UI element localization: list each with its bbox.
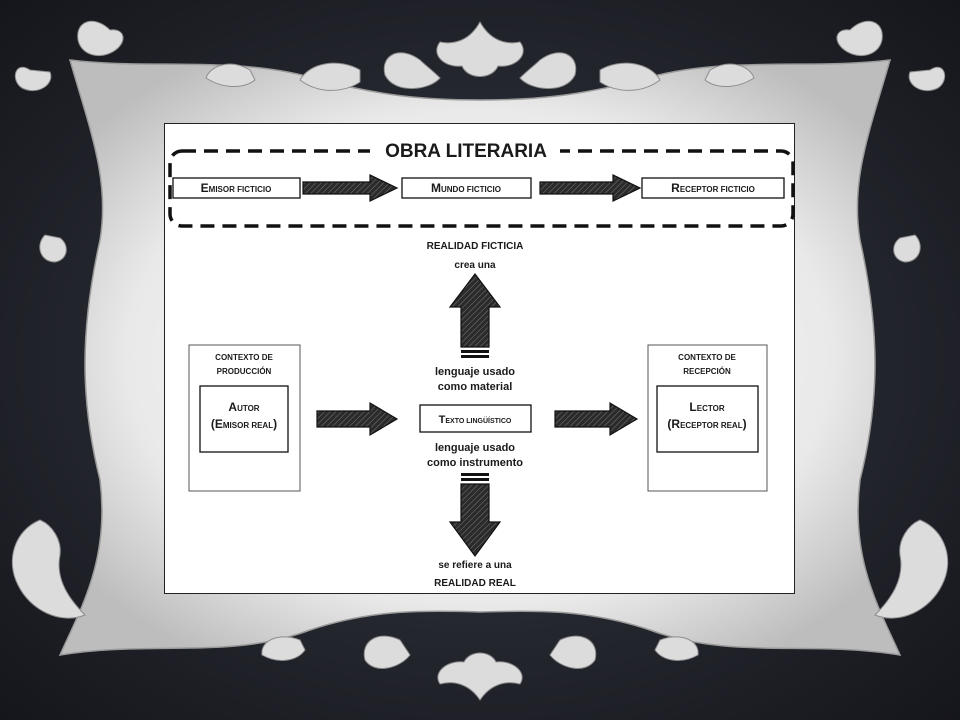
autor-rest: UTOR xyxy=(237,404,260,413)
texto-linguistico-label: TEXTO LINGÜÍSTICO xyxy=(439,414,512,426)
literary-diagram: OBRA LITERARIA EMISOR FICTICIO MUNDO FIC… xyxy=(168,134,795,589)
arrow-emisor-mundo xyxy=(302,174,399,202)
corner-ornaments xyxy=(11,20,949,619)
realidad-real-label: REALIDAD REAL xyxy=(434,578,516,589)
lector-label: LECTOR xyxy=(689,400,724,414)
receptor-ficticio-label: RECEPTOR FICTICIO xyxy=(671,181,755,195)
emisor-ficticio-box xyxy=(172,177,301,199)
up-arrow-base-stripe-1 xyxy=(461,350,489,353)
crea-una-label: crea una xyxy=(454,260,496,271)
lector-sub-close: ) xyxy=(743,417,747,431)
diagram-title: OBRA LITERARIA xyxy=(385,141,547,162)
lector-sub-open: (R xyxy=(667,417,680,431)
lector-initial: L xyxy=(689,400,696,414)
emisor-ficticio-label: EMISOR FICTICIO xyxy=(201,181,272,195)
recepcion-line2: RECEPCIÓN xyxy=(683,367,731,376)
lector-rest: ECTOR xyxy=(697,404,725,413)
autor-label: AUTOR xyxy=(228,400,259,414)
arrow-texto-lector xyxy=(554,401,639,437)
up-arrow-base-stripe-2 xyxy=(461,355,489,358)
down-arrow-top-stripe-2 xyxy=(461,478,489,481)
arrow-autor-texto xyxy=(316,401,399,437)
autor-sub-rest: MISOR REAL xyxy=(223,421,273,430)
mundo-initial: M xyxy=(431,181,441,195)
mundo-ficticio-label: MUNDO FICTICIO xyxy=(431,181,501,195)
material-line1: lenguaje usado xyxy=(435,366,515,378)
texto-initial: T xyxy=(439,414,446,426)
autor-sub-close: ) xyxy=(273,417,277,431)
realidad-ficticia-label: REALIDAD FICTICIA xyxy=(427,241,524,252)
arrow-mundo-receptor xyxy=(539,174,642,202)
mundo-rest: UNDO FICTICIO xyxy=(441,185,501,194)
diagram-panel: OBRA LITERARIA EMISOR FICTICIO MUNDO FIC… xyxy=(164,123,795,594)
instrumento-line1: lenguaje usado xyxy=(435,442,515,454)
receptor-rest: ECEPTOR FICTICIO xyxy=(680,185,755,194)
material-line2: como material xyxy=(438,381,513,393)
receptor-ficticio-box xyxy=(641,177,785,199)
autor-sub-open: (E xyxy=(211,417,223,431)
autor-sub-label: (EMISOR REAL) xyxy=(211,417,277,431)
down-arrow xyxy=(448,483,502,558)
title-backing xyxy=(370,134,560,164)
down-arrow-top-stripe-1 xyxy=(461,473,489,476)
autor-initial: A xyxy=(228,400,237,414)
produccion-line2: PRODUCCIÓN xyxy=(217,367,272,376)
recepcion-line1: CONTEXTO DE xyxy=(678,353,736,362)
bottom-ornament xyxy=(261,635,699,701)
emisor-initial: E xyxy=(201,181,209,195)
lector-sub-label: (RECEPTOR REAL) xyxy=(667,417,746,431)
receptor-initial: R xyxy=(671,181,680,195)
lector-sub-rest: ECEPTOR REAL xyxy=(680,421,743,430)
top-ornament xyxy=(205,20,755,91)
mundo-ficticio-box xyxy=(401,177,532,199)
lector-box xyxy=(656,385,759,453)
instrumento-line2: como instrumento xyxy=(427,457,523,469)
autor-box xyxy=(199,385,289,453)
emisor-rest: MISOR FICTICIO xyxy=(209,185,272,194)
texto-linguistico-box xyxy=(419,404,532,433)
texto-rest: EXTO LINGÜÍSTICO xyxy=(445,416,512,425)
produccion-line1: CONTEXTO DE xyxy=(215,353,273,362)
up-arrow xyxy=(448,273,502,348)
refiere-label: se refiere a una xyxy=(438,560,512,571)
